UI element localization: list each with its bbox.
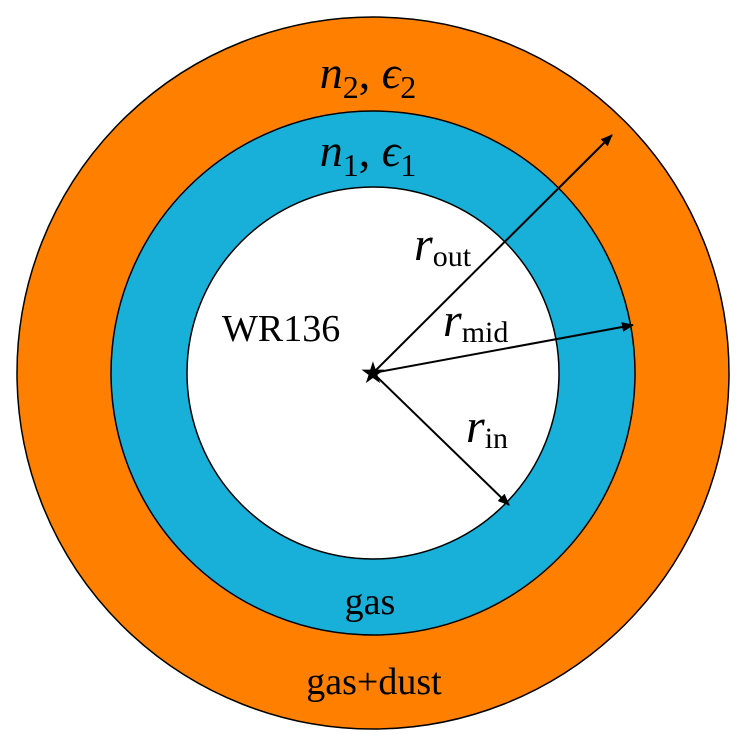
r-out-symbol: r: [414, 218, 433, 271]
r-mid-subscript: mid: [462, 316, 509, 349]
inner-n-symbol: n: [320, 125, 343, 176]
r-out-label: rout: [414, 218, 472, 273]
inner-shell-material-label: gas: [345, 581, 396, 623]
r-in-symbol: r: [466, 400, 485, 453]
inner-shell-params-label: n1, ϵ1: [320, 125, 417, 183]
r-in-arrow: [372, 372, 510, 506]
star-name-label: WR136: [222, 308, 340, 350]
r-mid-label: rmid: [443, 294, 508, 349]
inner-epsilon-symbol: ϵ: [382, 125, 403, 176]
r-out-subscript: out: [433, 240, 472, 273]
r-out-arrow: [372, 134, 613, 374]
inner-n-subscript: 1: [343, 147, 359, 183]
r-mid-arrow: [372, 322, 634, 374]
inner-epsilon-subscript: 1: [400, 147, 416, 183]
r-in-label: rin: [466, 400, 508, 455]
outer-shell-params-label: n2, ϵ2: [320, 47, 417, 105]
r-mid-symbol: r: [443, 294, 462, 347]
r-in-subscript: in: [485, 422, 508, 455]
outer-epsilon-symbol: ϵ: [382, 47, 403, 98]
outer-epsilon-subscript: 2: [400, 69, 416, 105]
outer-n-symbol: n: [320, 47, 343, 98]
outer-shell-material-label: gas+dust: [306, 661, 442, 703]
inner-comma: ,: [359, 125, 382, 176]
star-icon: ★: [360, 357, 387, 390]
outer-n-subscript: 2: [343, 69, 359, 105]
outer-comma: ,: [359, 47, 382, 98]
